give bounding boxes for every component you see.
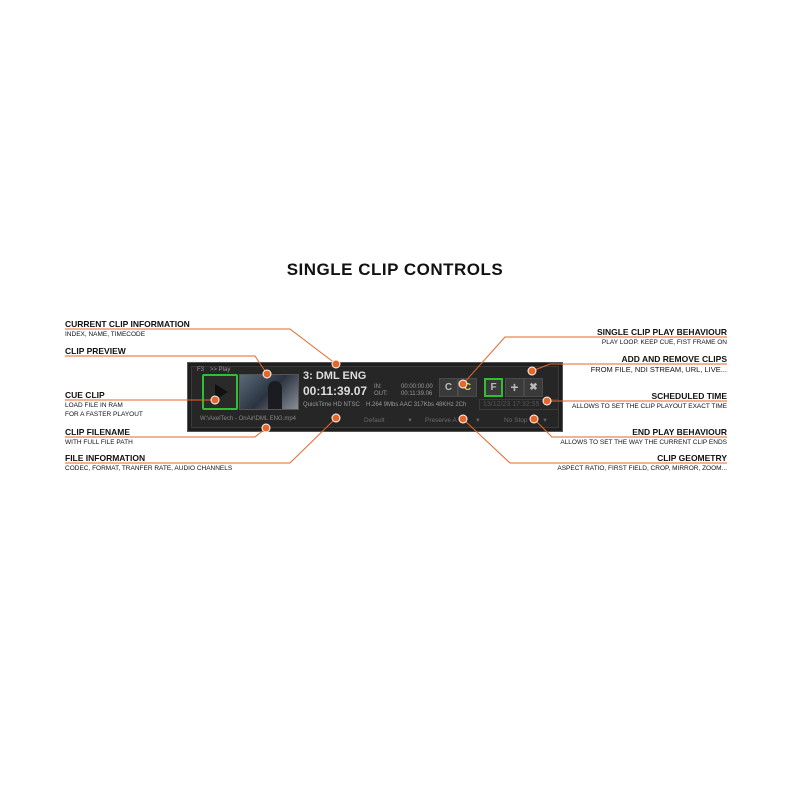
remove-clip-button[interactable]: ✖ <box>524 378 543 397</box>
marker-end <box>529 414 539 424</box>
marker-scheduled <box>542 396 552 406</box>
end-value: No Stop <box>504 417 528 424</box>
leader-add-remove <box>531 363 727 372</box>
annotation-title: END PLAY BEHAVIOUR <box>632 427 727 437</box>
annotation-desc: PLAY LOOP. KEEP CUE, FIST FRAME ON <box>601 339 727 346</box>
annotation-geometry: CLIP GEOMETRY ASPECT RATIO, FIRST FIELD, … <box>557 453 727 473</box>
marker-add-remove <box>527 366 537 376</box>
out-label: OUT: <box>374 391 388 397</box>
clip-name: 3: DML ENG <box>303 370 367 382</box>
annotation-desc: ALLOWS TO SET THE CLIP PLAYOUT EXACT TIM… <box>572 403 727 410</box>
leader-filename <box>65 427 267 438</box>
annotation-desc: WITH FULL FILE PATH <box>65 439 133 446</box>
marker-preview <box>262 369 272 379</box>
annotation-title: CLIP FILENAME <box>65 427 131 437</box>
annotation-title: SINGLE CLIP PLAY BEHAVIOUR <box>596 327 727 337</box>
geometry-dropdown[interactable]: Default ▾ <box>364 416 412 424</box>
aspect-dropdown[interactable]: Preserve A ▾ <box>425 416 480 424</box>
loop-button[interactable]: C <box>439 378 458 397</box>
marker-current-clip <box>331 359 341 369</box>
annotation-title: SCHEDULED TIME <box>651 391 727 401</box>
annotation-title: CLIP GEOMETRY <box>657 453 727 463</box>
annotation-title: CURRENT CLIP INFORMATION <box>65 319 190 329</box>
annotation-cue: CUE CLIP LOAD FILE IN RAM FOR A FASTER PLA… <box>65 390 143 419</box>
chevron-down-icon: ▾ <box>408 417 412 424</box>
in-label: IN: <box>374 384 382 390</box>
file-format: QuickTime HD NTSC <box>303 402 360 408</box>
leader-play-behaviour <box>462 336 727 385</box>
marker-play-behaviour <box>458 379 468 389</box>
marker-geometry <box>458 414 468 424</box>
annotation-desc: FROM FILE, NDI STREAM, URL, LIVE... <box>590 365 727 374</box>
timecode: 00:11:39.07 <box>303 384 368 398</box>
annotation-filename: CLIP FILENAME WITH FULL FILE PATH <box>65 427 133 447</box>
chevron-down-icon: ▾ <box>476 417 480 424</box>
leader-end <box>533 418 727 438</box>
mode-label: >> Play <box>210 367 231 373</box>
file-codec: H.264 9Mbs AAC 317Kbs 48KHz 2Ch <box>366 402 467 408</box>
annotation-desc: INDEX, NAME, TIMECODE <box>65 331 146 338</box>
annotation-preview: CLIP PREVIEW <box>65 346 126 357</box>
annotation-desc: ASPECT RATIO, FIRST FIELD, CROP, MIRROR,… <box>557 465 727 472</box>
annotation-file-info: FILE INFORMATION CODEC, FORMAT, TRANFER R… <box>65 453 232 473</box>
annotation-title: CUE CLIP <box>65 390 105 400</box>
annotation-play-behaviour: SINGLE CLIP PLAY BEHAVIOUR PLAY LOOP. KEE… <box>597 327 727 347</box>
chevron-down-icon: ▾ <box>543 417 547 424</box>
leader-file-info <box>65 417 337 464</box>
annotation-title: ADD AND REMOVE CLIPS <box>621 354 727 364</box>
annotation-title: FILE INFORMATION <box>65 453 146 463</box>
geometry-value: Default <box>364 417 385 424</box>
diagram-title: SINGLE CLIP CONTROLS <box>286 260 504 279</box>
annotation-scheduled: SCHEDULED TIME ALLOWS TO SET THE CLIP PLA… <box>572 391 727 411</box>
add-clip-button[interactable]: + <box>505 378 524 397</box>
annotation-desc: ALLOWS TO SET THE WAY THE CURRENT CLIP E… <box>560 439 727 446</box>
annotation-desc: CODEC, FORMAT, TRANFER RATE, AUDIO CHANN… <box>65 465 233 472</box>
leader-preview <box>65 355 268 375</box>
annotation-current-clip: CURRENT CLIP INFORMATION INDEX, NAME, TIM… <box>65 319 190 339</box>
out-value: 00:11:39.06 <box>401 391 433 397</box>
end-behaviour-dropdown[interactable]: No Stop ▾ <box>504 416 547 424</box>
leader-current-clip <box>65 328 337 365</box>
scheduled-time-field[interactable]: 13/12/23 17:32:55 <box>479 399 559 410</box>
annotation-desc: LOAD FILE IN RAM <box>65 402 123 409</box>
marker-file-info <box>331 413 341 423</box>
first-frame-button[interactable]: F <box>484 378 503 397</box>
in-value: 00:00:00.00 <box>401 384 433 390</box>
single-clip-panel: F3 >> Play 3: DML ENG 00:11:39.07 IN: 00… <box>187 362 563 432</box>
annotation-title: CLIP PREVIEW <box>65 346 126 356</box>
annotation-desc: FOR A FASTER PLAYOUT <box>65 411 143 418</box>
annotation-end: END PLAY BEHAVIOUR ALLOWS TO SET THE WAY … <box>560 427 727 447</box>
marker-filename <box>261 423 271 433</box>
leader-geometry <box>462 418 727 464</box>
cue-clip-button[interactable] <box>202 374 238 410</box>
hotkey-label: F3 <box>197 367 205 373</box>
marker-cue <box>210 395 220 405</box>
clip-filename: W:\AxelTech - OnAir\DML ENG.mp4 <box>200 416 297 422</box>
aspect-value: Preserve A <box>425 417 457 424</box>
